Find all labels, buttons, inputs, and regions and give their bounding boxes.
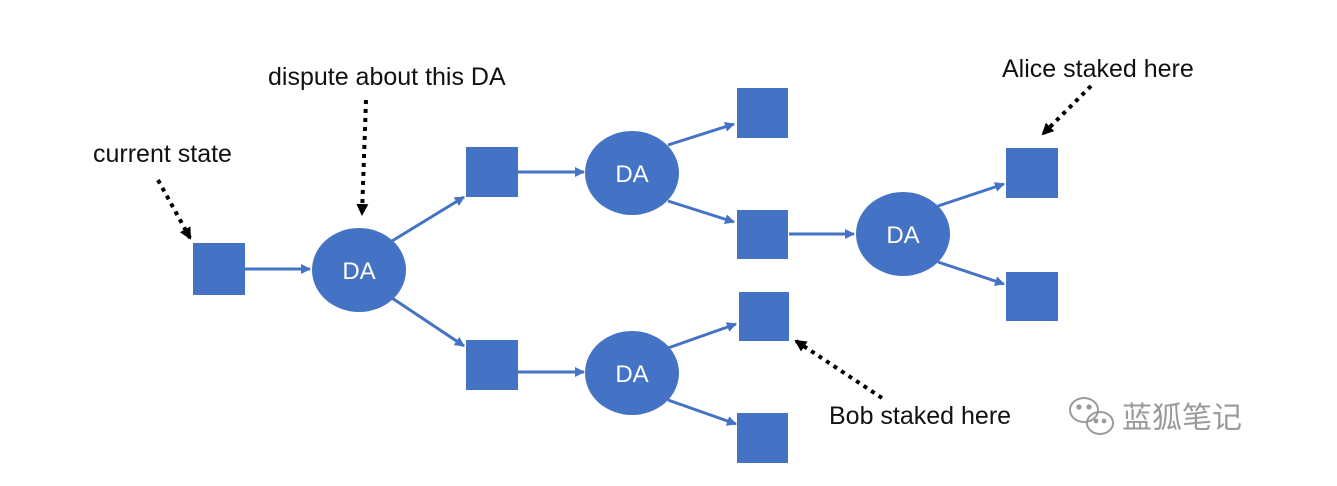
edge-da2-to-state-b (667, 199, 735, 225)
da-node-2 (585, 131, 679, 215)
edge-da4-to-state-e (937, 260, 1005, 286)
edge-da1-to-lower-state (391, 296, 465, 348)
edge-da3-to-state-d (667, 398, 737, 426)
dispute-arrow (356, 99, 369, 216)
edge-da3-to-bob-state (667, 322, 737, 350)
alice-label: Alice staked here (1002, 55, 1194, 83)
da-node-4 (856, 192, 950, 276)
watermark-text: 蓝狐笔记 (1122, 401, 1242, 436)
state-box-lower (466, 340, 518, 390)
state-box-alice (1006, 148, 1058, 198)
dispute-label: dispute about this DA (268, 63, 506, 91)
edges (245, 121, 1005, 426)
state-box-a (737, 88, 788, 138)
edge-da2-to-state-a (667, 121, 735, 147)
state-box-d (737, 413, 788, 463)
state-box-upper (466, 147, 518, 197)
edge-da4-to-alice-state (937, 182, 1005, 208)
state-box-e (1006, 272, 1058, 321)
bob-label: Bob staked here (829, 402, 1011, 430)
da-node-3-label: DA (615, 361, 648, 388)
state-box-b (737, 210, 788, 259)
annotation-arrows (156, 84, 1093, 400)
current-state-label: current state (93, 140, 232, 168)
state-box-current (193, 243, 245, 295)
alice-arrow (1041, 84, 1093, 136)
da-nodes: DA DA DA DA (312, 131, 950, 415)
wechat-icon (1069, 397, 1114, 435)
watermark: 蓝狐笔记 (1069, 397, 1242, 436)
da-node-2-label: DA (615, 161, 648, 188)
da-node-4-label: DA (886, 222, 919, 249)
da-node-1-label: DA (342, 258, 375, 285)
da-node-3 (585, 331, 679, 415)
da-node-1 (312, 228, 406, 312)
current-state-arrow (156, 179, 192, 240)
edge-da1-to-upper-state (391, 195, 465, 243)
state-box-bob (739, 292, 789, 341)
bob-arrow (794, 339, 884, 400)
state-nodes (193, 88, 1058, 463)
